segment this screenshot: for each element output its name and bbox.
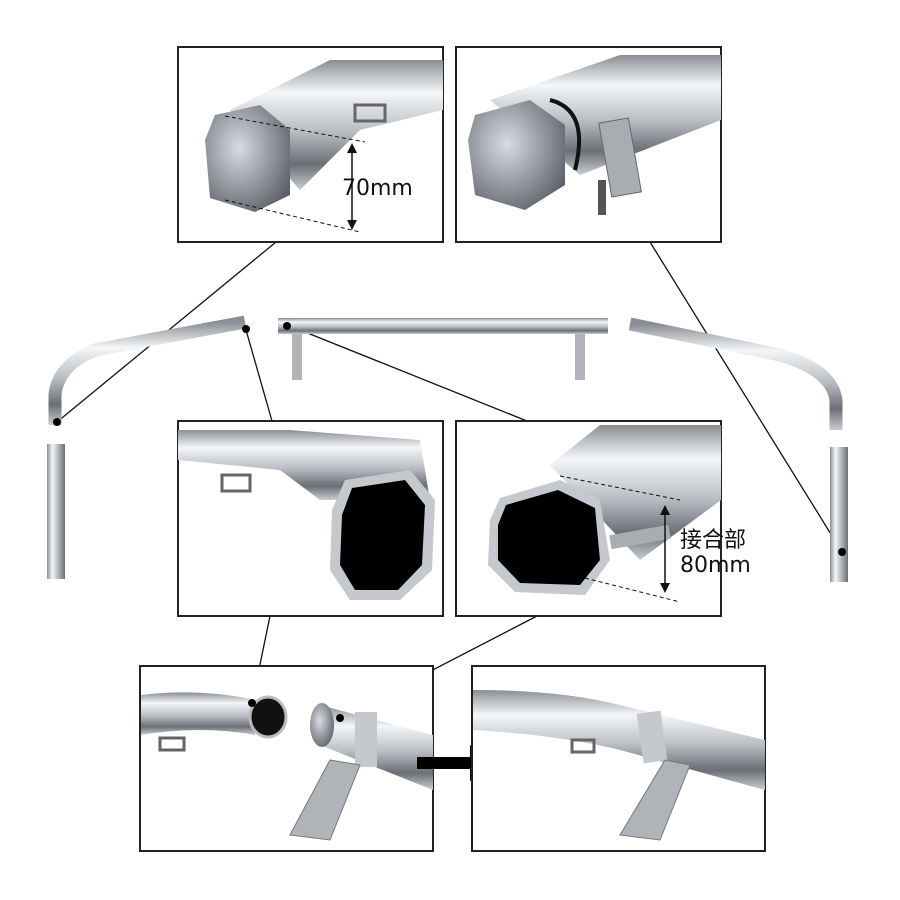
overview-guard-parts — [47, 315, 848, 582]
joint-label: 接合部 — [680, 528, 747, 553]
callout-lines — [56, 241, 843, 719]
panel-before-assembly — [139, 665, 434, 852]
joint-length-label: 80mm — [680, 553, 751, 578]
panel-after-assembly — [471, 665, 766, 852]
panel-open-end-detail — [177, 420, 444, 617]
panel-bracket-clamp-detail — [455, 46, 722, 243]
end-diameter-label: 70mm — [342, 176, 413, 201]
panel-joint-sleeve-detail — [455, 420, 722, 617]
panel-end-cap-detail — [177, 46, 444, 243]
